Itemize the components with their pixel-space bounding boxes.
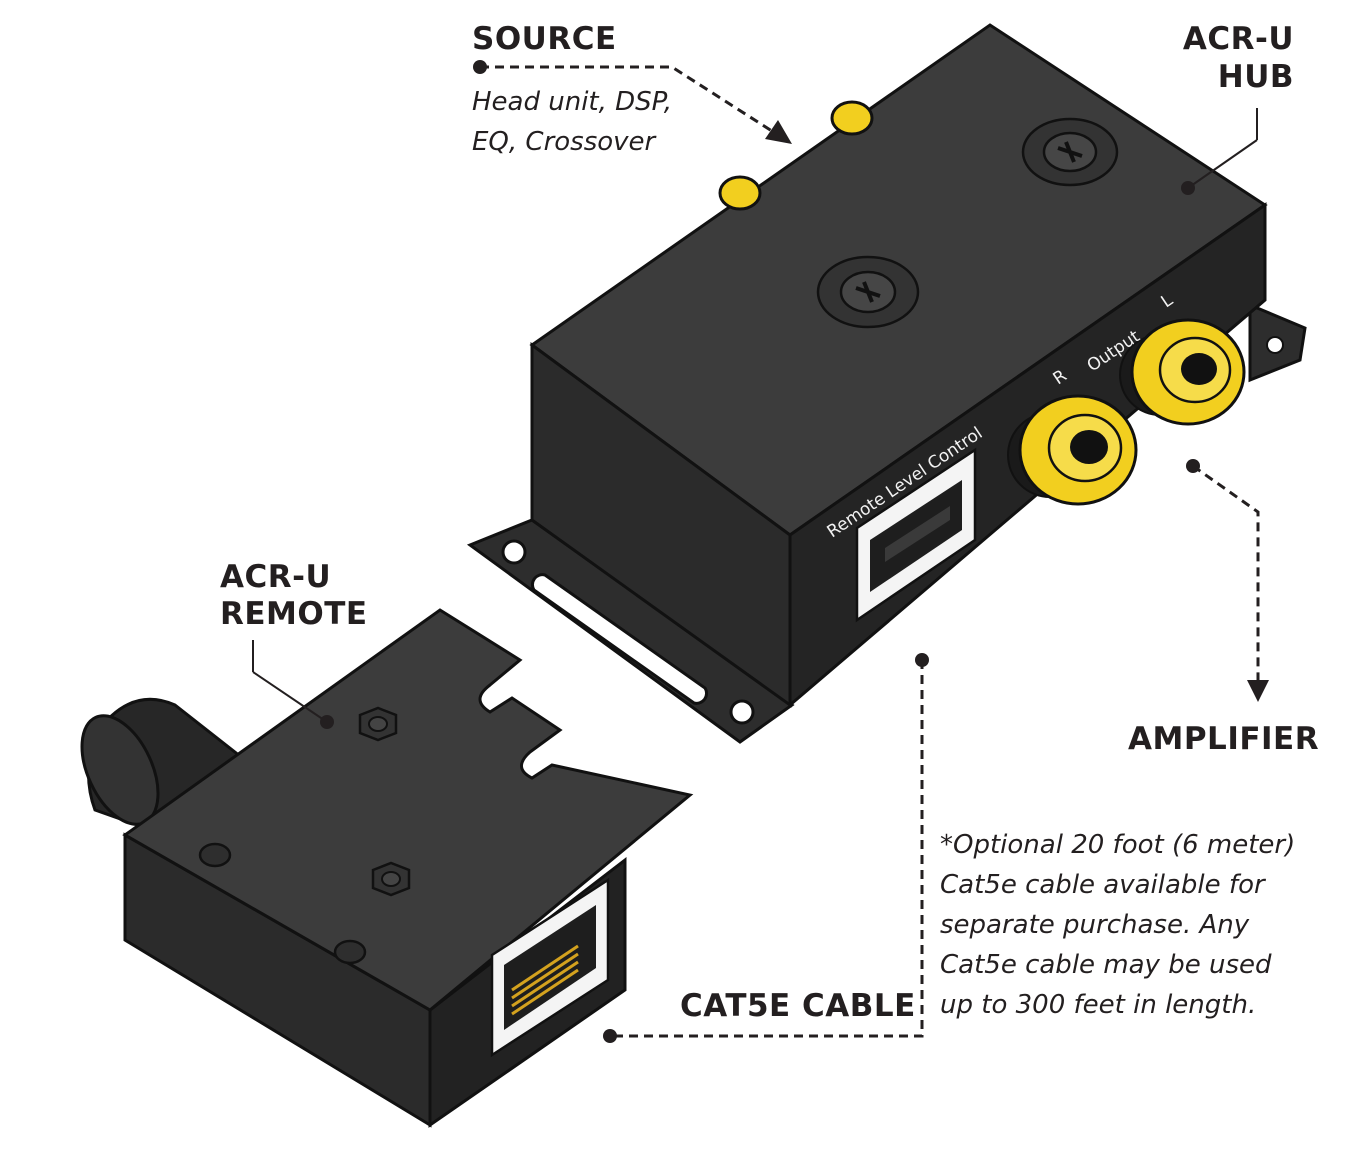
mount-hole-icon	[198, 842, 232, 868]
cable-note-line-2: Cat5e cable available for	[940, 870, 1265, 900]
source-title: SOURCE	[472, 21, 617, 57]
cat5e-cable-label: CAT5E CABLE	[680, 988, 916, 1024]
remote-rj45-port-icon	[490, 877, 610, 1058]
source-dashed-leader	[480, 65, 776, 135]
remote-label-line-2: REMOTE	[220, 596, 368, 632]
hub-connector-dot	[1181, 181, 1195, 195]
source-rca-stub	[718, 175, 762, 211]
hub-left-face	[530, 342, 792, 708]
cat5e-dashed-cable	[610, 660, 924, 1038]
rca-output-left-icon	[1119, 318, 1246, 426]
phillips-screw-icon	[816, 255, 920, 329]
hex-screw-icon	[358, 706, 398, 742]
amplifier-arrowhead-icon	[1247, 680, 1269, 702]
source-line-2: EQ, Crossover	[472, 127, 656, 157]
flange-slot	[530, 573, 709, 705]
cable-note-line-4: Cat5e cable may be used	[940, 950, 1272, 980]
acr-u-remote-device	[80, 608, 694, 1128]
cable-note-line-5: up to 300 feet in length.	[940, 990, 1257, 1020]
remote-top-plate	[122, 608, 694, 1012]
remote-connector-dot	[320, 715, 334, 729]
acr-u-hub-device: Remote Level Control Output R L	[466, 23, 1307, 744]
amplifier-dashed-leader	[1192, 464, 1260, 680]
source-rca-stub	[830, 100, 874, 136]
source-arrowhead-icon	[765, 120, 792, 144]
cable-note-line-1: *Optional 20 foot (6 meter)	[940, 830, 1296, 860]
cable-note-line-3: separate purchase. Any	[940, 910, 1250, 940]
hex-screw-icon	[371, 861, 411, 897]
flange-hole	[501, 539, 527, 565]
leader-lines	[252, 60, 1269, 1043]
rca-output-right-icon	[1007, 394, 1138, 506]
hub-label-line-1: ACR-U	[1182, 21, 1294, 57]
phillips-screw-icon	[1021, 117, 1119, 187]
hub-label-line-2: HUB	[1217, 59, 1294, 95]
flange-hole	[729, 699, 755, 725]
amplifier-label: AMPLIFIER	[1128, 721, 1320, 757]
flange-hole	[1266, 336, 1284, 354]
cable-remote-connector-dot	[603, 1029, 617, 1043]
hub-rj45-port-icon	[855, 447, 977, 623]
mount-hole-icon	[333, 939, 367, 965]
remote-label-line-1: ACR-U	[220, 559, 332, 595]
source-line-1: Head unit, DSP,	[472, 87, 673, 117]
